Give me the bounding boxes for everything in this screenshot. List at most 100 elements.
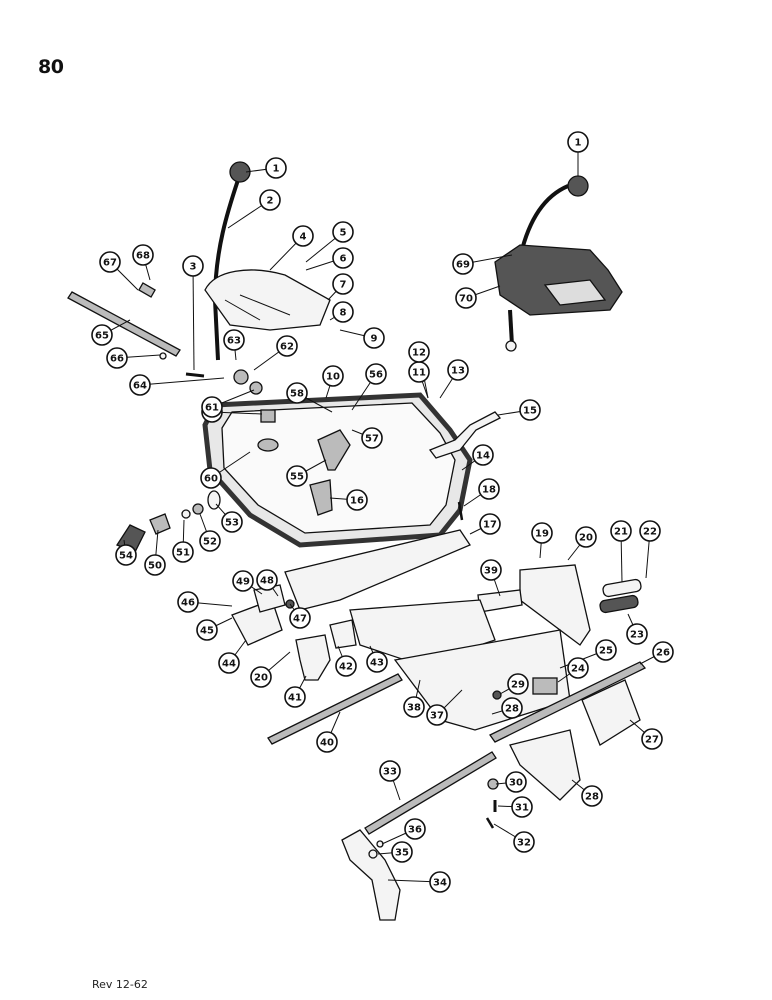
callout-58: 58 <box>286 382 308 404</box>
callout-number: 58 <box>290 389 304 400</box>
callout-44: 44 <box>218 652 240 674</box>
callout-70: 70 <box>455 287 477 309</box>
page-number: 80 <box>38 56 64 78</box>
callout-balloon <box>132 244 154 266</box>
callout-17: 17 <box>479 513 501 535</box>
callout-balloon <box>426 704 448 726</box>
callout-27: 27 <box>641 728 663 750</box>
callout-number: 7 <box>340 280 347 291</box>
callout-number: 23 <box>630 630 644 641</box>
callout-number: 66 <box>110 354 124 365</box>
callout-balloon <box>250 666 272 688</box>
callout-balloon <box>513 831 535 853</box>
callout-53: 53 <box>221 511 243 533</box>
callout-balloon <box>232 570 254 592</box>
callout-balloon <box>332 301 354 323</box>
callout-balloon <box>452 253 474 275</box>
callout-balloon <box>610 520 632 542</box>
callout-balloon <box>626 623 648 645</box>
callout-7: 7 <box>332 273 354 295</box>
callout-balloon <box>106 347 128 369</box>
callout-balloon <box>531 522 553 544</box>
callout-balloon <box>182 255 204 277</box>
callout-balloon <box>218 652 240 674</box>
callout-39: 39 <box>480 559 502 581</box>
callout-63: 63 <box>223 329 245 351</box>
callout-balloon <box>256 569 278 591</box>
callout-balloon <box>144 554 166 576</box>
callout-60: 60 <box>200 467 222 489</box>
callout-30: 30 <box>505 771 527 793</box>
callout-35: 35 <box>391 841 413 863</box>
callout-37: 37 <box>426 704 448 726</box>
callout-number: 11 <box>412 368 426 379</box>
callout-number: 44 <box>222 659 236 670</box>
callout-number: 1 <box>273 164 280 175</box>
callout-balloon <box>265 157 287 179</box>
callout-65: 65 <box>91 324 113 346</box>
callout-number: 2 <box>267 196 274 207</box>
parts-illustration <box>67 161 647 921</box>
callout-balloon <box>480 559 502 581</box>
callout-19: 19 <box>531 522 553 544</box>
callout-balloon <box>581 785 603 807</box>
callout-balloon <box>455 287 477 309</box>
callout-number: 28 <box>505 704 519 715</box>
callout-33: 33 <box>379 760 401 782</box>
callout-28: 28 <box>501 697 523 719</box>
callout-balloon <box>177 591 199 613</box>
callout-balloon <box>129 374 151 396</box>
callout-number: 20 <box>579 533 593 544</box>
callout-leader-line <box>139 377 225 386</box>
callout-number: 38 <box>407 703 421 714</box>
callout-balloon <box>478 478 500 500</box>
callout-balloon <box>429 871 451 893</box>
callout-number: 20 <box>254 673 268 684</box>
callout-20: 20 <box>575 526 597 548</box>
callout-balloon <box>221 511 243 533</box>
callout-62: 62 <box>276 335 298 357</box>
callout-number: 42 <box>339 662 353 673</box>
callout-number: 4 <box>300 232 307 243</box>
callout-balloon <box>507 673 529 695</box>
callout-20: 20 <box>250 666 272 688</box>
callout-number: 28 <box>585 792 599 803</box>
callout-number: 34 <box>433 878 447 889</box>
callout-number: 63 <box>227 336 241 347</box>
callout-32: 32 <box>513 831 535 853</box>
callout-number: 60 <box>204 474 218 485</box>
callout-46: 46 <box>177 591 199 613</box>
callout-61: 61 <box>201 396 223 418</box>
callout-number: 17 <box>483 520 497 531</box>
callout-8: 8 <box>332 301 354 323</box>
callout-38: 38 <box>403 696 425 718</box>
callout-balloon <box>652 641 674 663</box>
callout-number: 30 <box>509 778 523 789</box>
callout-number: 36 <box>408 825 422 836</box>
callout-5: 5 <box>332 221 354 243</box>
callout-balloon <box>91 324 113 346</box>
callout-number: 56 <box>369 370 383 381</box>
callout-balloon <box>276 335 298 357</box>
callout-balloon <box>199 530 221 552</box>
callout-number: 19 <box>535 529 549 540</box>
callout-balloon <box>567 657 589 679</box>
callout-balloon <box>575 526 597 548</box>
callout-balloon <box>289 607 311 629</box>
callout-balloon <box>365 363 387 385</box>
callout-balloon <box>361 427 383 449</box>
revision-footer: Rev 12-62 <box>92 978 148 991</box>
callout-56: 56 <box>365 363 387 385</box>
callout-22: 22 <box>639 520 661 542</box>
callout-number: 16 <box>350 496 364 507</box>
callout-number: 27 <box>645 735 659 746</box>
callout-balloon <box>391 841 413 863</box>
callout-36: 36 <box>404 818 426 840</box>
callout-number: 26 <box>656 648 670 659</box>
callout-number: 62 <box>280 342 294 353</box>
callout-4: 4 <box>292 225 314 247</box>
callout-number: 64 <box>133 381 147 392</box>
callout-balloon <box>332 221 354 243</box>
